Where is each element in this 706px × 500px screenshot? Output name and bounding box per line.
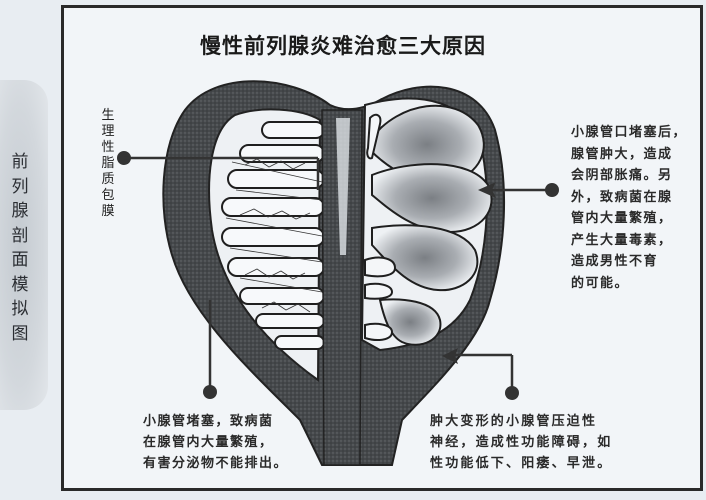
nerve-callout [442,348,519,400]
swollen-ducts-text: 小腺管口堵塞后， 腺管肿大，造成 会阴部胀痛。另 外，致病菌在腺 管内大量繁殖，… [571,125,688,291]
side-title: 前列腺剖面模拟图 [11,152,29,344]
arrow-head-icon [478,182,496,198]
side-tab [0,80,48,410]
blocked-ducts-marker-dot [203,385,217,399]
right-swollen-ducts [364,104,493,346]
blocked-ducts-callout [203,300,217,399]
page-title: 慢性前列腺炎难治愈三大原因 [200,34,486,58]
capsule-label: 生理性脂质包膜 [101,108,115,219]
nerve-compression-text: 肿大变形的小腺管压迫性 神经，造成性功能障碍，如 性功能低下、阳痿、早泄。 [430,414,613,471]
urethra-lumen [336,118,350,255]
urethra [321,109,363,466]
blocked-ducts-text: 小腺管堵塞，致病菌 在腺管内大量繁殖， 有害分泌物不能排出。 [143,414,289,471]
left-duct-network [225,158,323,313]
capsule-callout [117,151,320,190]
arrow-head-icon [442,348,458,364]
swollen-ducts-callout [478,182,559,198]
